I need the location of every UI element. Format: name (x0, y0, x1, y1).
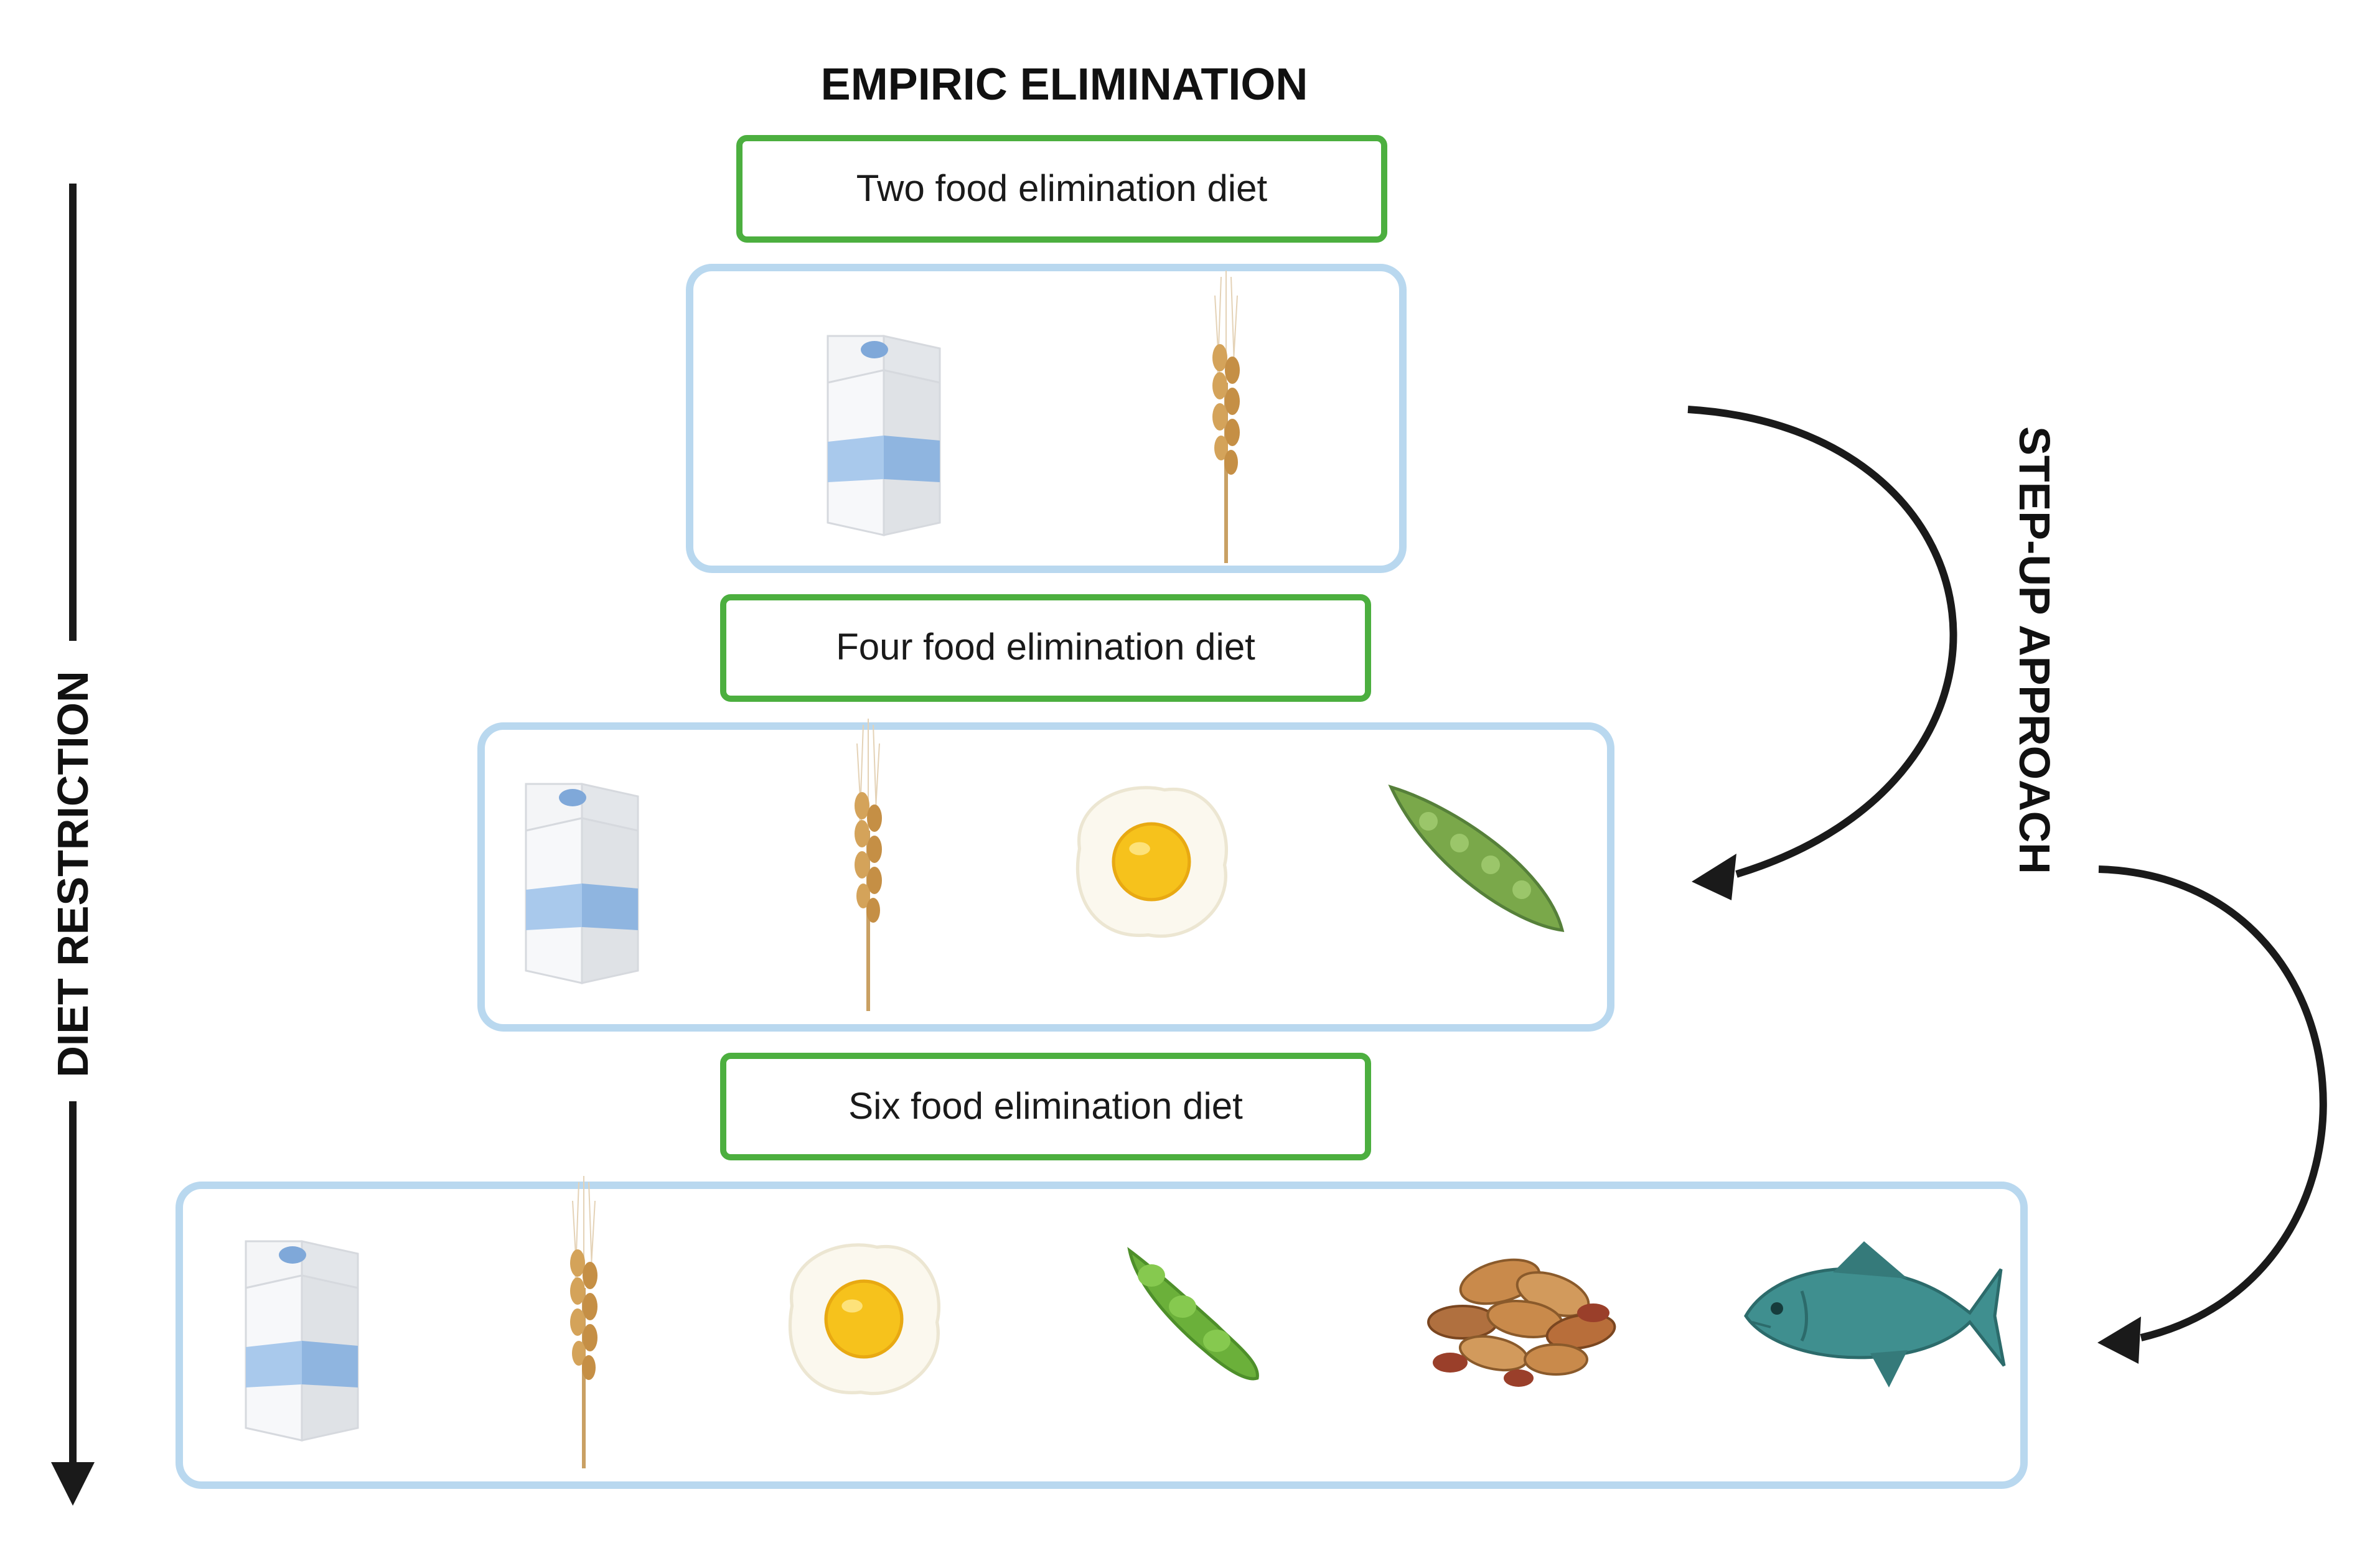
tier-four-food: Four food elimination diet (477, 594, 1614, 1032)
six-food-items-box (176, 1182, 2028, 1489)
tier-two-food: Two food elimination diet (686, 135, 1407, 573)
two-food-label-box (736, 135, 1387, 243)
diet-restriction-axis: DIET RESTRICTION (49, 184, 97, 1506)
six-food-label-box (720, 1053, 1371, 1160)
four-food-items-box (477, 722, 1614, 1032)
step-up-arrow-2-head (2097, 1317, 2141, 1364)
diagram-title: EMPIRIC ELIMINATION (821, 60, 1308, 110)
four-food-label-box (720, 594, 1371, 702)
step-up-arrow-2 (2098, 865, 2327, 1341)
milk-icon (827, 335, 941, 536)
step-up-approach: STEP-UP APPROACH (1687, 406, 2327, 1364)
milk-icon (525, 783, 639, 984)
two-food-label: Two food elimination diet (856, 167, 1268, 209)
down-arrow-head (51, 1462, 95, 1506)
step-up-approach-label: STEP-UP APPROACH (2010, 426, 2059, 874)
diet-restriction-label: DIET RESTRICTION (49, 671, 97, 1077)
six-food-label: Six food elimination diet (848, 1085, 1243, 1127)
step-up-arrow-1-head (1692, 854, 1736, 900)
four-food-label: Four food elimination diet (836, 626, 1255, 668)
milk-icon (245, 1240, 359, 1442)
egg-icon (1077, 788, 1226, 936)
two-food-items-box (686, 264, 1407, 573)
egg-icon (790, 1245, 939, 1394)
step-up-arrow-1 (1687, 406, 1957, 878)
tier-six-food: Six food elimination diet (176, 1053, 2028, 1489)
